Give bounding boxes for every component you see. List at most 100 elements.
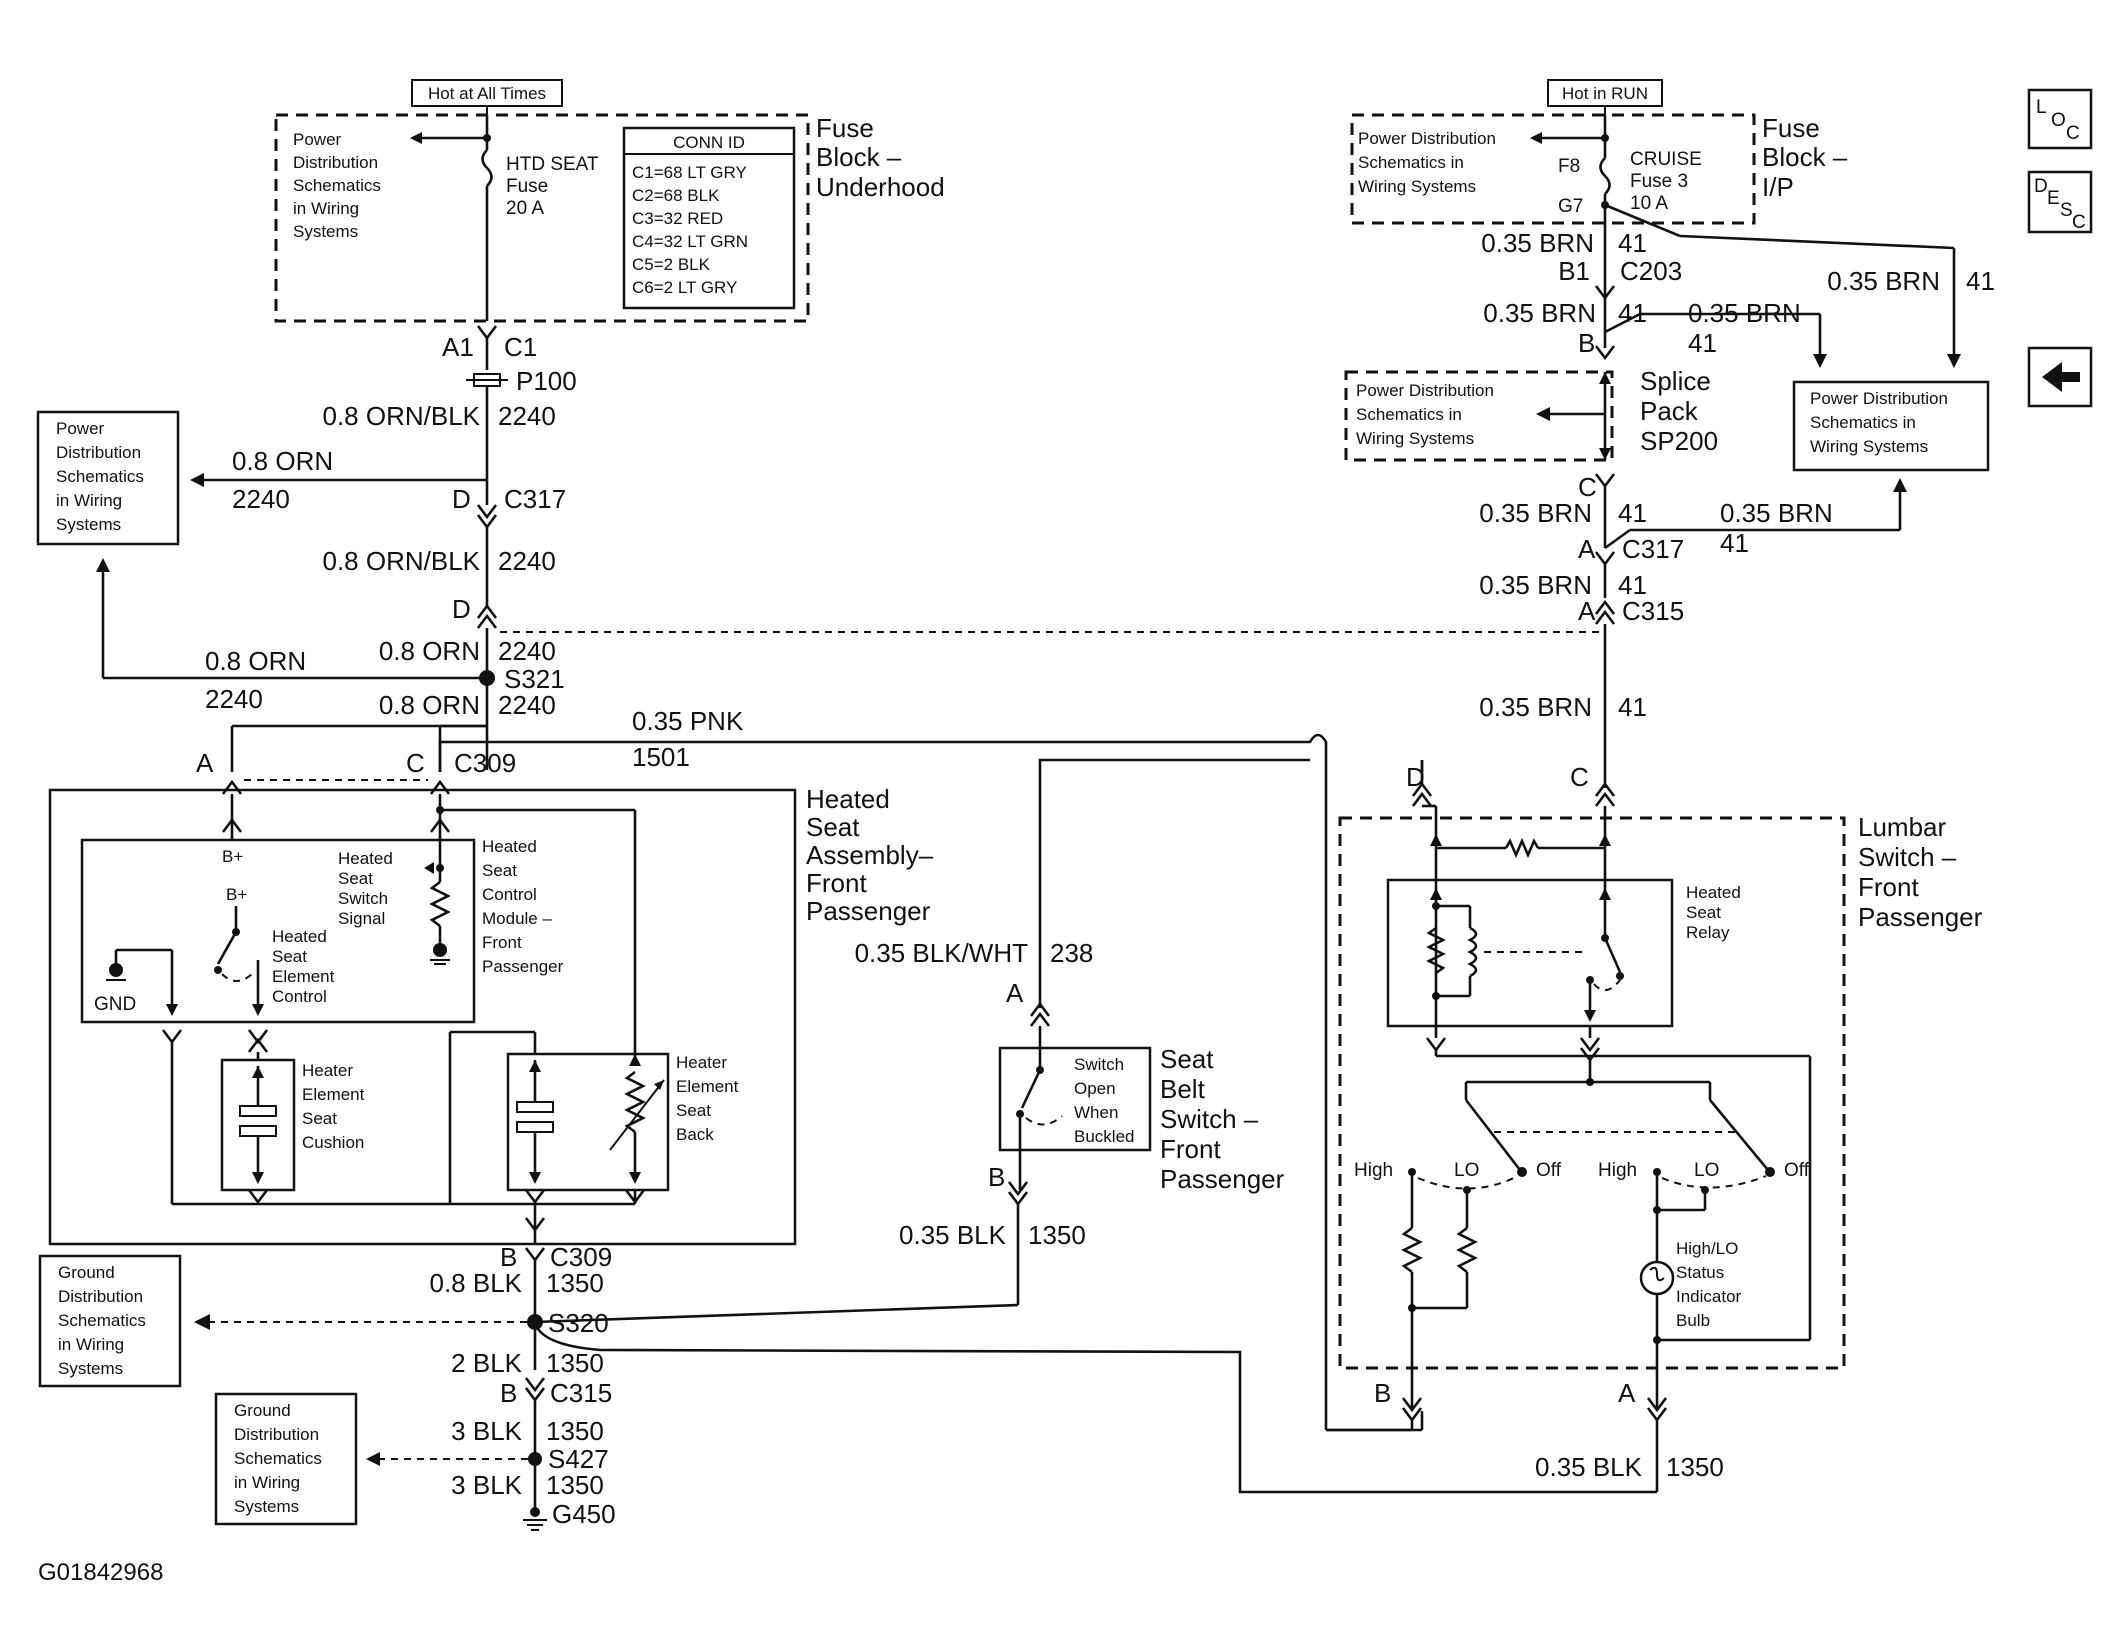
svg-text:SP200: SP200 [1640, 426, 1718, 456]
wire-orn-blk-1: 0.8 ORN/BLK [322, 401, 480, 431]
conn-id-2: C2=68 BLK [632, 186, 720, 205]
splice-s427-node [528, 1452, 542, 1466]
c309-pin-c: C [406, 748, 425, 778]
svg-text:Front: Front [806, 868, 867, 898]
svg-text:Seat: Seat [302, 1109, 337, 1128]
svg-text:Power Distribution: Power Distribution [1810, 389, 1948, 408]
pnk-wire-num: 1501 [632, 742, 690, 772]
fbu-name-1: Fuse [816, 113, 874, 143]
svg-text:Passenger: Passenger [1160, 1164, 1285, 1194]
svg-text:Heated: Heated [482, 837, 537, 856]
left-trunk: A1 C1 P100 0.8 ORN/BLK 2240 0.8 ORN 2240… [96, 325, 1605, 772]
svg-text:Buckled: Buckled [1074, 1127, 1134, 1146]
rt-wire-2: 0.35 BRN [1483, 298, 1596, 328]
svg-text:Seat: Seat [676, 1101, 711, 1120]
svg-text:Relay: Relay [1686, 923, 1730, 942]
conn-id-3: C3=32 RED [632, 209, 723, 228]
s320-label: S320 [548, 1308, 609, 1338]
svg-text:Schematics in: Schematics in [1356, 405, 1462, 424]
left-power-dist-box: Power Distribution Schematics in Wiring … [36, 410, 180, 546]
fbip-power-dist-2: Schematics in [1358, 153, 1464, 172]
rt-branch2-wire: 0.35 BRN [1720, 498, 1833, 528]
ground-trunk: B C309 0.8 BLK 1350 S320 2 BLK 1350 B C3… [194, 1242, 1650, 1531]
resistor-icon [1426, 926, 1446, 975]
wire-blk-wht: 0.35 BLK/WHT [855, 938, 1029, 968]
fuse-symbol-icon [481, 149, 493, 187]
loc-icon[interactable]: L O C [2027, 88, 2093, 150]
svg-text:High/LO: High/LO [1676, 1239, 1738, 1258]
rt-wire-3-num: 41 [1618, 498, 1647, 528]
arrow-left-icon [424, 862, 434, 874]
heater-element-cushion [220, 1058, 296, 1192]
svg-text:Splice: Splice [1640, 366, 1711, 396]
s321-num-up: 2240 [498, 636, 556, 666]
svg-text:Schematics: Schematics [234, 1449, 322, 1468]
svg-text:When: When [1074, 1103, 1118, 1122]
svg-text:C: C [2072, 212, 2086, 233]
svg-text:D: D [2034, 176, 2048, 197]
svg-text:Open: Open [1074, 1079, 1116, 1098]
fbip-name-1: Fuse [1762, 113, 1820, 143]
rt-wire-1: 0.35 BRN [1481, 228, 1594, 258]
svg-text:Control: Control [272, 987, 327, 1006]
s321-num-dn: 2240 [498, 690, 556, 720]
switch2-off: Off [1784, 1160, 1810, 1181]
desc-icon[interactable]: D E S C [2027, 170, 2093, 234]
c317-pin-d: D [452, 484, 471, 514]
rt-branch-num: 41 [1688, 328, 1717, 358]
variable-resistor-icon [624, 1070, 646, 1134]
svg-text:Seat: Seat [806, 812, 860, 842]
wire-3-blk-num-2: 1350 [546, 1470, 604, 1500]
c315-pin-d: D [452, 594, 471, 624]
arrow-left-icon [1536, 407, 1550, 421]
fbip-power-dist-1: Power Distribution [1358, 129, 1496, 148]
back-arrow-icon[interactable] [2027, 346, 2093, 408]
svg-text:Element: Element [676, 1077, 739, 1096]
rt-c315-label: C315 [1622, 596, 1684, 626]
svg-text:Bulb: Bulb [1676, 1311, 1710, 1330]
svg-text:Heated: Heated [806, 784, 890, 814]
wire-2-blk: 2 BLK [451, 1348, 522, 1378]
resistor-icon [1401, 1226, 1423, 1274]
rt-far-num: 41 [1966, 266, 1995, 296]
arrow-down-icon [166, 1004, 178, 1016]
svg-text:Status: Status [1676, 1263, 1724, 1282]
sp200-pin-b: B [1578, 328, 1595, 358]
switch1-high: High [1354, 1160, 1393, 1181]
svg-text:Switch –: Switch – [1160, 1104, 1259, 1134]
svg-text:Seat: Seat [338, 869, 373, 888]
fuse-block-underhood: Hot at All Times Power Distribution Sche… [274, 79, 945, 323]
rt-wire-4: 0.35 BRN [1479, 570, 1592, 600]
svg-text:Seat: Seat [272, 947, 307, 966]
rt-c317-label: C317 [1622, 534, 1684, 564]
wire-0-35-blk: 0.35 BLK [899, 1220, 1007, 1250]
switch1-lo: LO [1454, 1160, 1479, 1181]
pin-g7: G7 [1558, 196, 1583, 217]
svg-text:Heater: Heater [302, 1061, 353, 1080]
svg-text:Heated: Heated [272, 927, 327, 946]
svg-text:O: O [2051, 110, 2066, 131]
seat-belt-pin-a: A [1006, 978, 1024, 1008]
fbu-name-2: Block – [816, 142, 902, 172]
cruise-fuse-3: 10 A [1630, 193, 1668, 214]
conn-id-4: C4=32 LT GRN [632, 232, 748, 251]
hot-in-run-label: Hot in RUN [1562, 84, 1648, 103]
cruise-fuse-2: Fuse 3 [1630, 171, 1688, 192]
pnk-wire: 0.35 PNK 1501 [438, 706, 1424, 1432]
heated-seat-relay [1386, 878, 1674, 1028]
fbu-power-dist-5: Systems [293, 222, 358, 241]
svg-text:Wiring Systems: Wiring Systems [1356, 429, 1474, 448]
wire-num-2240-1: 2240 [498, 401, 556, 431]
arrow-left-icon [410, 132, 422, 144]
rt-wire-5-num: 41 [1618, 692, 1647, 722]
arrow-up-icon [96, 558, 110, 572]
c309-bottom-label: C309 [550, 1242, 612, 1272]
wire-3-blk-num-1: 1350 [546, 1416, 604, 1446]
svg-text:Power Distribution: Power Distribution [1356, 381, 1494, 400]
arrow-left-icon [1530, 132, 1542, 144]
fuse-symbol-icon [1599, 157, 1611, 195]
svg-text:in Wiring: in Wiring [56, 491, 122, 510]
svg-text:Distribution: Distribution [58, 1287, 143, 1306]
wire-3-blk-1: 3 BLK [451, 1416, 522, 1446]
